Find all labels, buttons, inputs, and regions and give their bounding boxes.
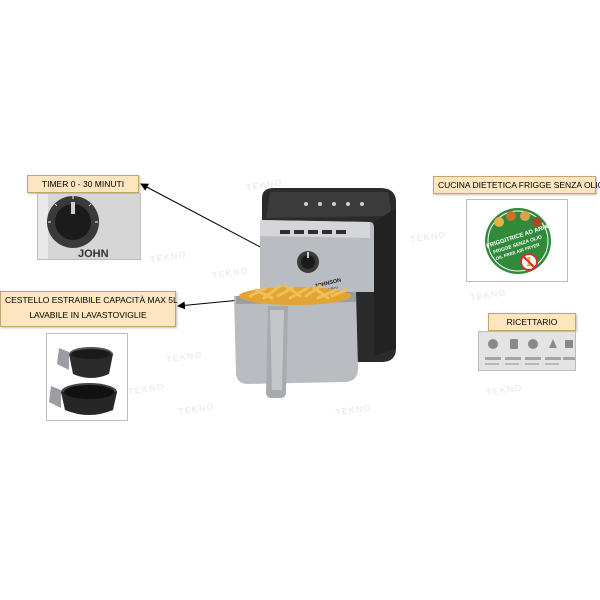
basket-label: CESTELLO ESTRAIBILE CAPACITÀ MAX 5L LAVA… [0,291,178,327]
timer-label: TIMER 0 - 30 MINUTI [27,175,139,193]
timer-knob-photo: JOHN [37,193,141,260]
knob-closeup-graphic: JOHN [38,194,140,260]
recipe-book-photo [478,331,576,371]
basket-graphic [49,347,117,415]
recipe-icons-graphic [479,332,575,370]
oil-free-badge-graphic: FRIGGITRICE AD ARIA FRIGGE SENZA OLIO OI… [485,208,551,274]
basket-label-line1: CESTELLO ESTRAIBILE CAPACITÀ MAX 5L [5,295,178,305]
air-fryer-image: JOHNSON SpeedyFry [234,188,396,398]
oil-free-badge-photo: FRIGGITRICE AD ARIA FRIGGE SENZA OLIO OI… [466,199,568,282]
recipes-label: RICETTARIO [488,313,576,331]
knob-brand-text: JOHN [78,248,109,260]
diet-label: CUCINA DIETETICA FRIGGE SENZA OLIO [433,176,600,194]
fries-graphic [239,284,351,305]
basket-photo [46,333,128,421]
basket-label-line2: LAVABILE IN LAVASTOVIGLIE [29,309,147,320]
